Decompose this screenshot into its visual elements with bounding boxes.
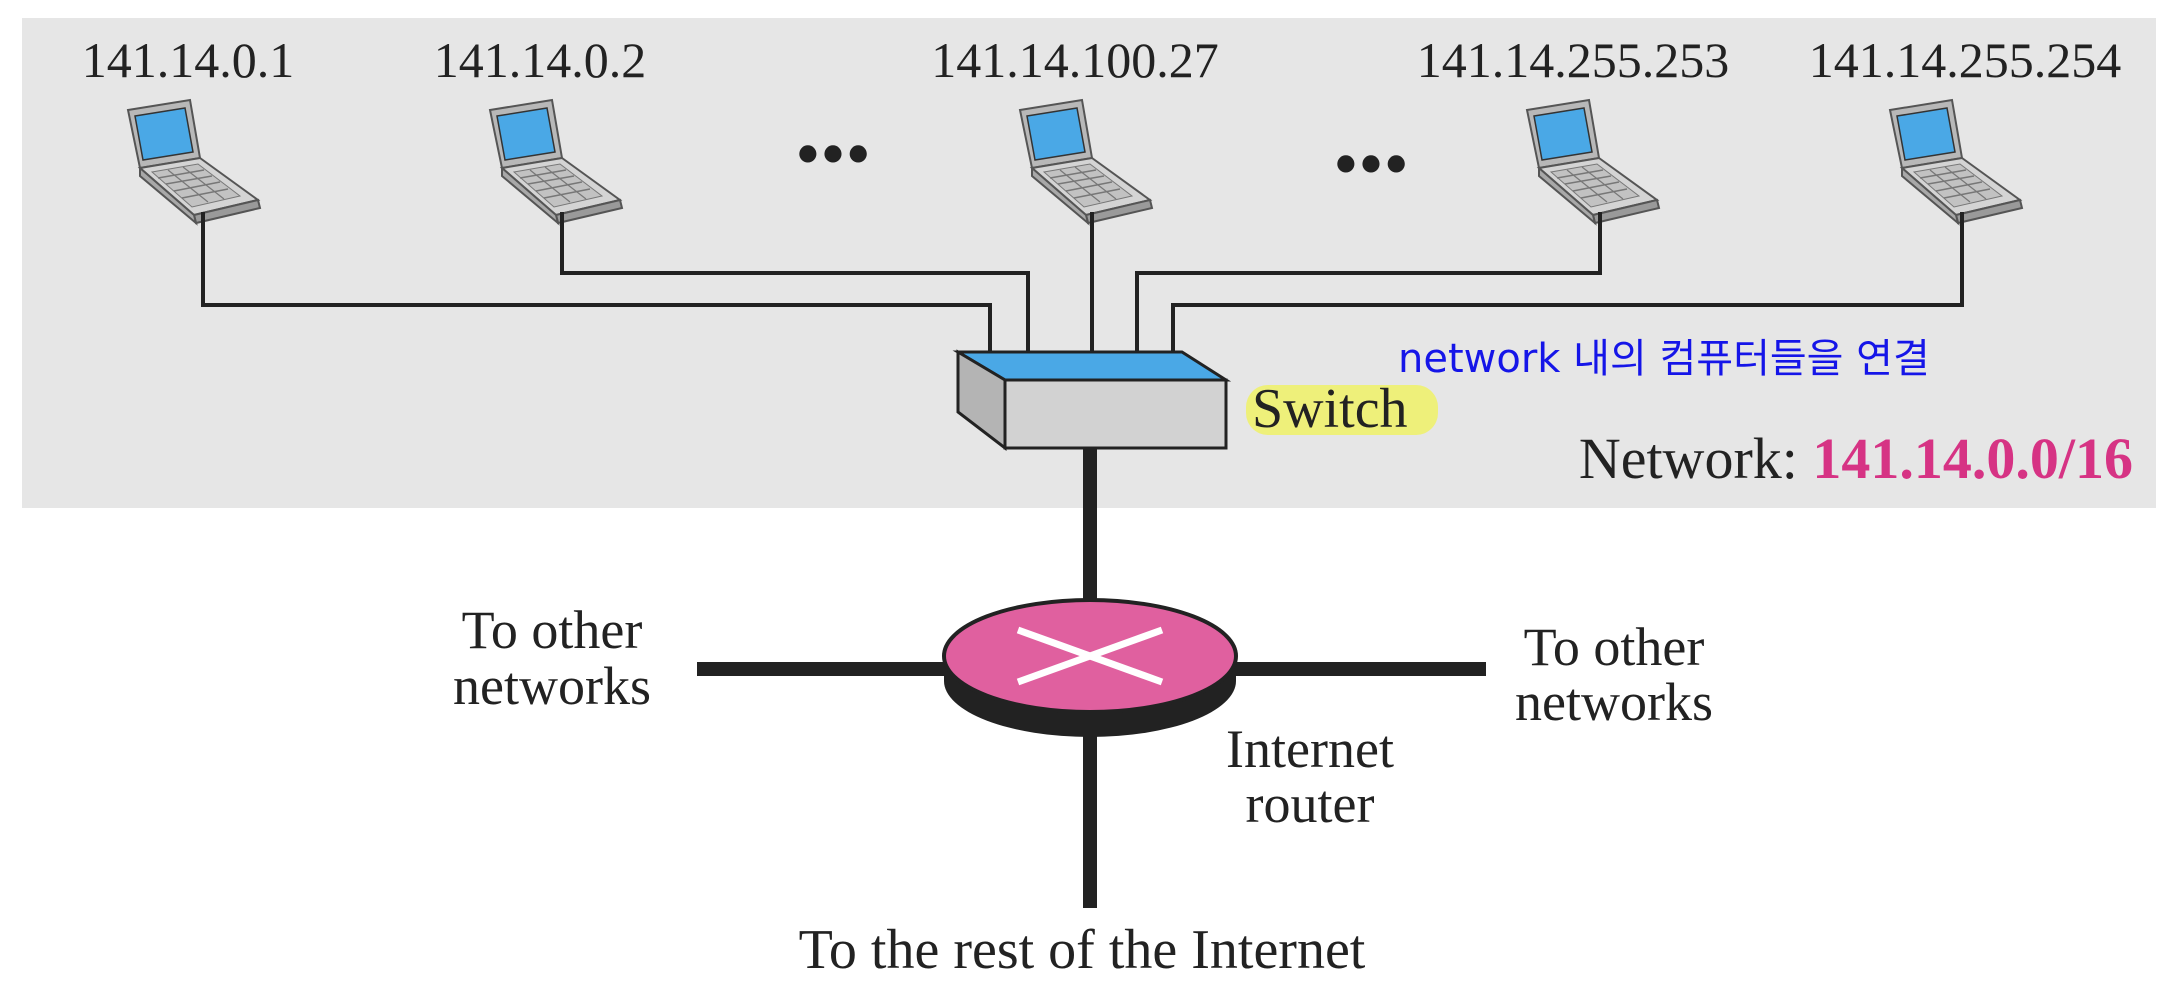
right-link-label-line2: networks [1515, 672, 1713, 732]
router-icon [942, 598, 1238, 737]
host-ip-label: 141.14.0.2 [434, 32, 647, 88]
host-ip-label: 141.14.0.1 [82, 32, 295, 88]
ellipsis: ••• [795, 114, 871, 194]
switch-label-highlight [1246, 385, 1438, 435]
ellipsis: ••• [1333, 124, 1409, 204]
host-cables [201, 212, 1964, 352]
host-ip-label: 141.14.100.27 [931, 32, 1219, 88]
left-link-label-line2: networks [453, 656, 651, 716]
host-ip-label: 141.14.255.253 [1417, 32, 1730, 88]
handwritten-annotation: network 내의 컴퓨터들을 연결 [1398, 336, 1930, 382]
host-ip-label: 141.14.255.254 [1809, 32, 2122, 88]
right-link-label-line1: To other [1524, 617, 1705, 677]
bottom-link-label: To the rest of the Internet [799, 919, 1366, 981]
router-links [697, 448, 1486, 908]
router-label-line1: Internet [1226, 719, 1394, 779]
network-address: 141.14.0.0/16 [1812, 426, 2133, 491]
network-label: Network: 141.14.0.0/16 [1579, 426, 2133, 491]
router-label-line2: router [1246, 774, 1375, 834]
left-link-label-line1: To other [462, 600, 643, 660]
network-label-prefix: Network: [1579, 426, 1813, 491]
switch-label: Switch [1252, 378, 1408, 440]
switch-icon [952, 349, 1232, 452]
